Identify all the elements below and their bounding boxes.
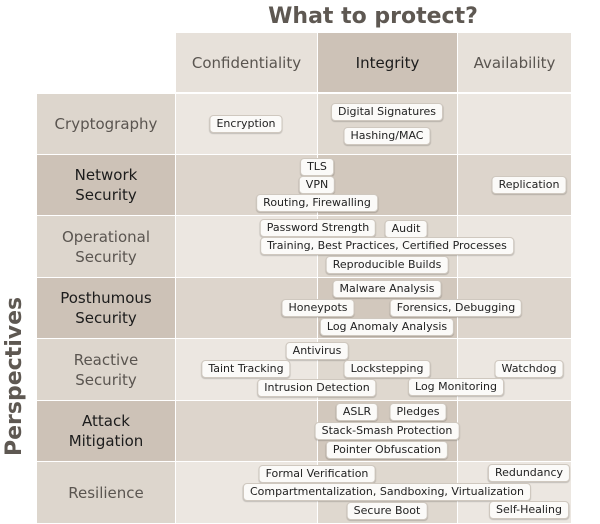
tag-aslr: ASLR: [335, 403, 379, 421]
tag-training: Training, Best Practices, Certified Proc…: [260, 237, 514, 255]
tag-pointer-obfuscation: Pointer Obfuscation: [325, 441, 449, 459]
tag-taint-tracking: Taint Tracking: [201, 360, 291, 378]
row-label: Attack Mitigation: [68, 412, 144, 450]
tag-routing-firewalling: Routing, Firewalling: [256, 194, 378, 212]
tag-digital-signatures: Digital Signatures: [331, 103, 443, 121]
grid-cell: [458, 401, 571, 461]
row-label: Operational Security: [61, 227, 150, 266]
tag-reproducible-builds: Reproducible Builds: [325, 256, 449, 274]
row-label: Resilience: [68, 483, 144, 502]
grid-cell: [176, 401, 317, 461]
tag-self-healing: Self-Healing: [489, 501, 569, 519]
tag-intrusion-detection: Intrusion Detection: [257, 379, 377, 397]
column-header-availability: Availability: [458, 33, 571, 92]
tag-pledges: Pledges: [389, 403, 447, 421]
tag-compartmentalization: Compartmentalization, Sandboxing, Virtua…: [242, 483, 532, 501]
row-header-operational-security: Operational Security: [37, 216, 175, 277]
column-axis-title: What to protect?: [268, 4, 478, 29]
row-label: Reactive Security: [73, 350, 139, 389]
tag-watchdog: Watchdog: [494, 360, 564, 378]
row-axis-title: Perspectives: [2, 296, 27, 456]
tag-audit: Audit: [384, 220, 428, 238]
grid-cell: [458, 94, 571, 154]
tag-log-anomaly-analysis: Log Anomaly Analysis: [319, 318, 455, 336]
tag-malware-analysis: Malware Analysis: [332, 280, 442, 298]
tag-redundancy: Redundancy: [487, 464, 571, 482]
row-header-network-security: Network Security: [37, 155, 175, 215]
row-header-resilience: Resilience: [37, 462, 175, 523]
tag-forensics-debugging: Forensics, Debugging: [389, 299, 523, 317]
tag-log-monitoring: Log Monitoring: [408, 378, 504, 396]
row-label: Posthumous Security: [60, 289, 152, 327]
tag-tls: TLS: [300, 158, 334, 176]
tag-password-strength: Password Strength: [259, 219, 377, 237]
tag-secure-boot: Secure Boot: [346, 502, 428, 520]
tag-stack-smash-protection: Stack-Smash Protection: [314, 422, 460, 440]
tag-encryption: Encryption: [209, 115, 283, 133]
tag-vpn: VPN: [298, 176, 336, 194]
tag-hashing-mac: Hashing/MAC: [343, 127, 431, 145]
tag-honeypots: Honeypots: [281, 299, 355, 317]
column-header-confidentiality: Confidentiality: [176, 33, 317, 92]
column-header-integrity: Integrity: [318, 33, 457, 92]
row-header-posthumous-security: Posthumous Security: [37, 278, 175, 338]
row-header-attack-mitigation: Attack Mitigation: [37, 401, 175, 461]
row-label: Network Security: [74, 166, 138, 204]
tag-lockstepping: Lockstepping: [343, 360, 431, 378]
row-label: Cryptography: [54, 115, 158, 133]
tag-antivirus: Antivirus: [285, 342, 349, 360]
tag-replication: Replication: [491, 176, 567, 194]
row-header-reactive-security: Reactive Security: [37, 339, 175, 400]
row-header-cryptography: Cryptography: [37, 94, 175, 154]
tag-formal-verification: Formal Verification: [258, 465, 376, 483]
